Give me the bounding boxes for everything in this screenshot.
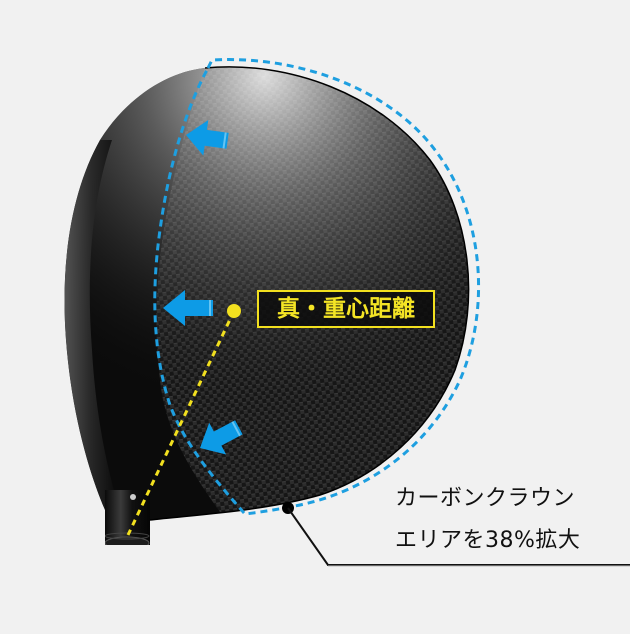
true-cg-distance-label: 真・重心距離 — [257, 290, 435, 328]
callout-line — [287, 507, 630, 566]
arrow-icon — [163, 290, 213, 326]
arrow-icon — [186, 119, 229, 156]
caption-line-1: カーボンクラウン — [395, 486, 576, 511]
cg-point-marker — [227, 304, 241, 318]
caption-line-2: エリアを38%拡大 — [395, 528, 581, 553]
crown-area-dashed-outline — [153, 58, 480, 516]
arrow-icon — [200, 420, 243, 455]
cg-line — [126, 310, 236, 536]
